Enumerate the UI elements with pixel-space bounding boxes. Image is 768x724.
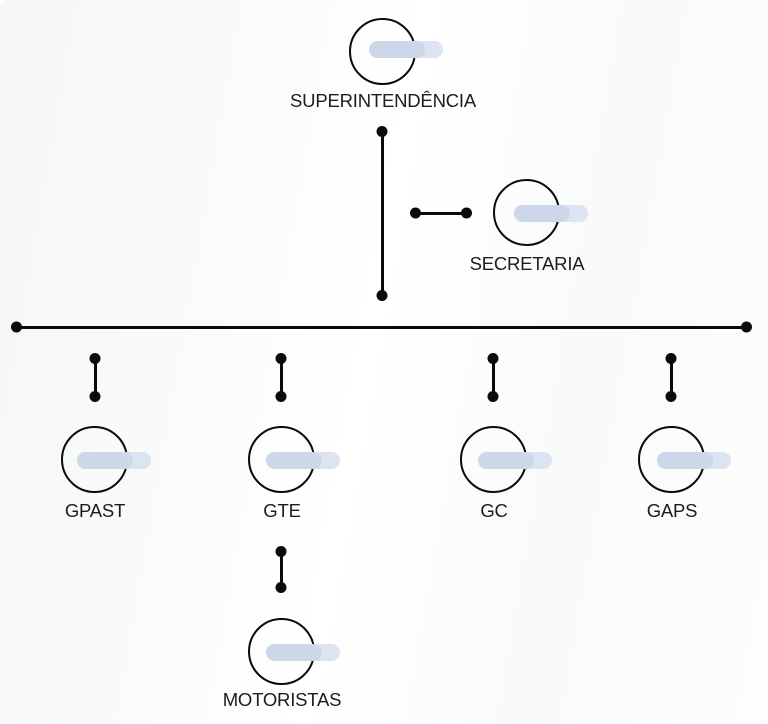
- name-placeholder-pill-fill: [514, 205, 570, 222]
- node-motoristas-label: MOTORISTAS: [222, 689, 342, 710]
- name-placeholder-pill-fill: [478, 452, 534, 469]
- name-placeholder-pill: [369, 41, 443, 58]
- name-placeholder-pill: [514, 205, 588, 222]
- name-placeholder-pill: [266, 644, 340, 661]
- name-placeholder-pill: [77, 452, 151, 469]
- node-gpast-label: GPAST: [64, 500, 126, 521]
- connector-rail-gpast: [94, 358, 97, 397]
- name-placeholder-pill: [266, 452, 340, 469]
- name-placeholder-pill-fill: [77, 452, 133, 469]
- node-gaps-label: GAPS: [646, 500, 698, 521]
- connector-superintendencia-secretaria: [415, 212, 467, 215]
- node-superintendencia-label: SUPERINTENDÊNCIA: [290, 90, 476, 111]
- name-placeholder-pill-fill: [369, 41, 425, 58]
- node-secretaria-label: SECRETARIA: [469, 253, 585, 274]
- connector-rail-gc: [492, 358, 495, 397]
- connector-gte-motoristas: [280, 551, 283, 588]
- node-gc-label: GC: [480, 500, 508, 521]
- name-placeholder-pill: [478, 452, 552, 469]
- connector-main-rail: [16, 326, 747, 329]
- name-placeholder-pill: [657, 452, 731, 469]
- connector-rail-gaps: [670, 358, 673, 397]
- name-placeholder-pill-fill: [266, 452, 322, 469]
- node-gte-label: GTE: [263, 500, 301, 521]
- name-placeholder-pill-fill: [657, 452, 713, 469]
- connector-superintendencia-rail: [381, 131, 384, 296]
- name-placeholder-pill-fill: [266, 644, 322, 661]
- connector-rail-gte: [280, 358, 283, 397]
